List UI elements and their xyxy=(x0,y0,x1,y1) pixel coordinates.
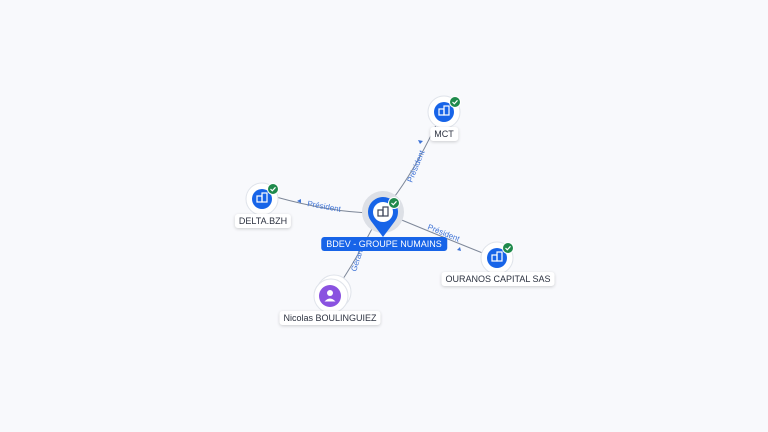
verified-check-icon xyxy=(267,183,279,195)
edge-main-ouranos xyxy=(391,215,491,257)
verified-check-icon xyxy=(388,197,400,209)
node-label-delta[interactable]: DELTA.BZH xyxy=(234,214,292,228)
edge-label-delta: Président xyxy=(307,199,343,214)
node-label-person[interactable]: Nicolas BOULINGUIEZ xyxy=(279,311,381,325)
building-icon xyxy=(377,206,389,217)
node-person[interactable] xyxy=(313,274,352,314)
building-icon xyxy=(256,192,268,203)
person-icon xyxy=(324,290,336,302)
arrow-mct xyxy=(418,140,423,144)
verified-check-icon xyxy=(502,242,514,254)
node-label-mct[interactable]: MCT xyxy=(430,127,458,141)
building-icon xyxy=(491,251,503,262)
node-label-ouranos[interactable]: OURANOS CAPITAL SAS xyxy=(441,272,555,286)
node-main[interactable] xyxy=(362,191,404,237)
verified-check-icon xyxy=(449,96,461,108)
node-mct[interactable] xyxy=(427,95,461,129)
building-icon xyxy=(438,105,450,116)
arrow-ouranos xyxy=(457,247,461,251)
edge-label-mct: Président xyxy=(406,148,427,183)
arrow-delta xyxy=(297,199,301,203)
node-label-main[interactable]: BDEV - GROUPE NUMAINS xyxy=(321,237,447,251)
node-ouranos[interactable] xyxy=(480,241,514,275)
node-delta[interactable] xyxy=(245,182,279,216)
